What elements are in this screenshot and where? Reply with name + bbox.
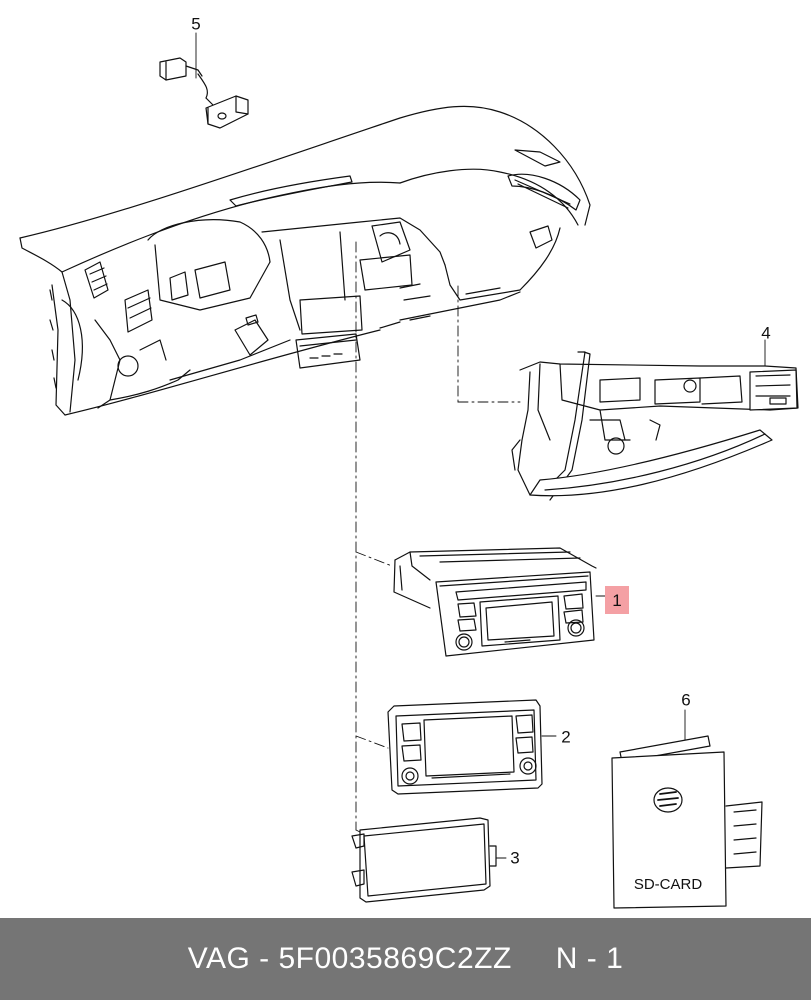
cable-connector-part [159, 32, 249, 129]
radio-head-unit-part [393, 547, 613, 657]
callout-5: 5 [191, 14, 201, 34]
sd-card-label: SD-CARD [634, 876, 703, 893]
part-number-footer: VAG - 5F0035869C2ZZ N - 1 [0, 918, 811, 1000]
part-number-text: VAG - 5F0035869C2ZZ [187, 942, 512, 975]
reference-text: N - 1 [555, 942, 624, 975]
dashboard-assembly [19, 105, 591, 416]
callout-2: 2 [561, 727, 571, 747]
callout-1: 1 [605, 586, 629, 614]
callout-4: 4 [761, 323, 771, 343]
radio-faceplate-part [387, 699, 557, 795]
sd-card-booklet-part [611, 709, 763, 909]
callout-3: 3 [510, 848, 520, 868]
parts-diagram: SD-CARD [19, 32, 799, 909]
glovebox-part [511, 339, 799, 501]
callout-6: 6 [681, 690, 691, 710]
display-panel-part [351, 817, 507, 903]
